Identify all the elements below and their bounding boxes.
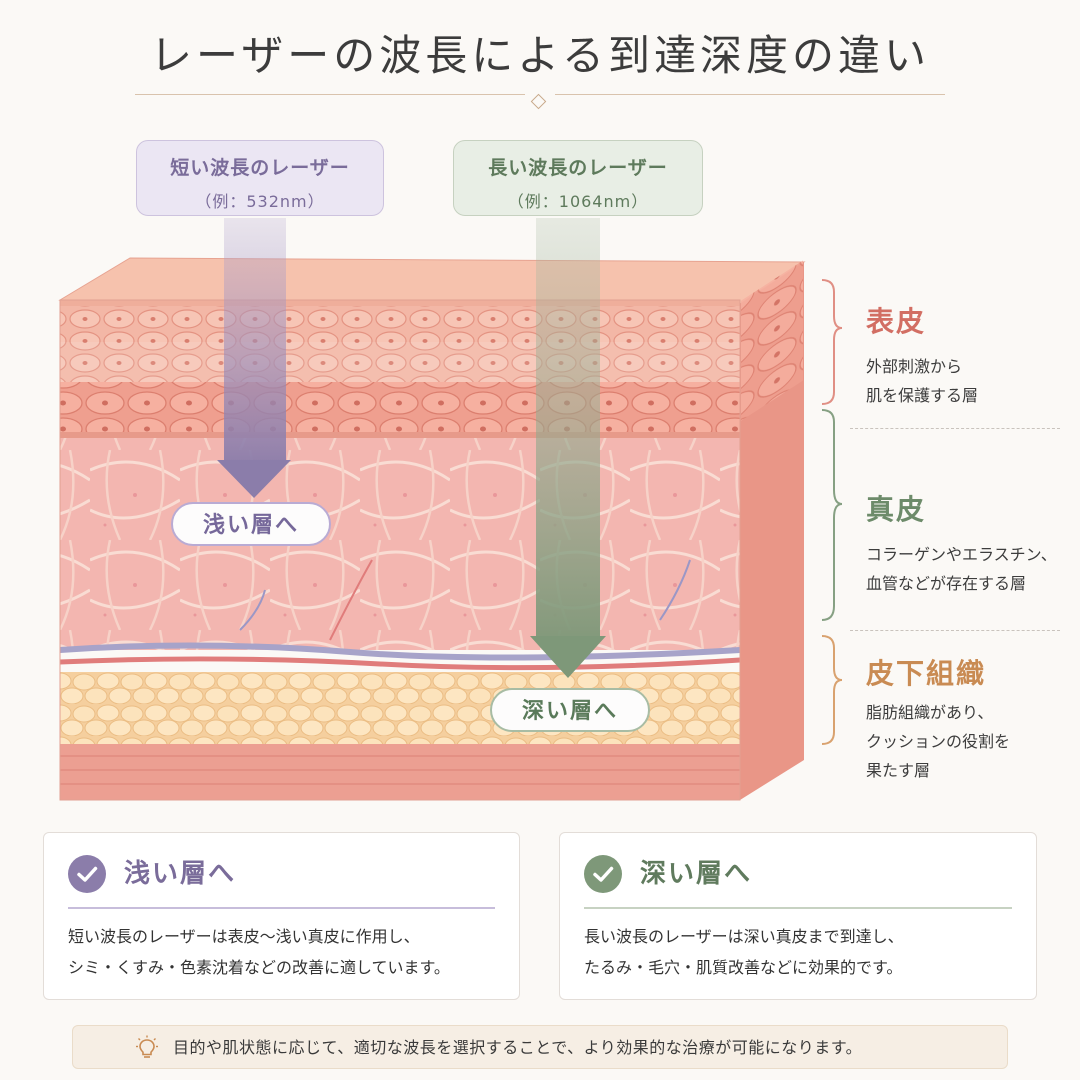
- title-divider-left: [135, 94, 525, 95]
- epidermis-desc-line: 肌を保護する層: [866, 386, 979, 405]
- shallow-card-body: 短い波長のレーザーは表皮〜浅い真皮に作用し、 シミ・くすみ・色素沈着などの改善に…: [68, 921, 503, 983]
- epidermis-layer: [60, 300, 740, 342]
- long-laser-arrowhead: [530, 636, 606, 678]
- deep-info-card: 深い層へ 長い波長のレーザーは深い真皮まで到達し、 たるみ・毛穴・肌質改善などに…: [559, 832, 1037, 1000]
- dermis-desc-line: コラーゲンやエラスチン、: [866, 545, 1057, 564]
- card-body-line: たるみ・毛穴・肌質改善などに効果的です。: [584, 958, 903, 977]
- tip-banner: 目的や肌状態に応じて、適切な波長を選択することで、より効果的な治療が可能になりま…: [72, 1025, 1008, 1069]
- short-laser-arrowhead: [217, 460, 291, 498]
- card-body-line: シミ・くすみ・色素沈着などの改善に適しています。: [68, 958, 450, 977]
- shallow-info-card: 浅い層へ 短い波長のレーザーは表皮〜浅い真皮に作用し、 シミ・くすみ・色素沈着な…: [43, 832, 520, 1000]
- subcutaneous-title: 皮下組織: [866, 657, 987, 690]
- long-wavelength-title: 長い波長のレーザー: [488, 157, 668, 179]
- check-icon: [584, 855, 622, 893]
- epidermis-description: 外部刺激から 肌を保護する層: [866, 352, 978, 410]
- card-body-line: 長い波長のレーザーは深い真皮まで到達し、: [584, 927, 904, 946]
- short-wavelength-label: 短い波長のレーザー （例：532nm）: [136, 140, 384, 216]
- deep-card-body: 長い波長のレーザーは深い真皮まで到達し、 たるみ・毛穴・肌質改善などに効果的です…: [584, 921, 1020, 983]
- subcutaneous-desc-line: 果たす層: [866, 761, 931, 780]
- epidermis-title: 表皮: [866, 305, 927, 338]
- dermis-desc-line: 血管などが存在する層: [866, 574, 1027, 593]
- dermis-title: 真皮: [866, 493, 927, 526]
- subcutaneous-desc-line: 脂肪組織があり、: [866, 703, 994, 722]
- skin-cross-section-diagram: [58, 218, 843, 801]
- card-body-line: 短い波長のレーザーは表皮〜浅い真皮に作用し、: [68, 927, 420, 946]
- shallow-card-title: 浅い層へ: [124, 859, 237, 889]
- lightbulb-icon: [133, 1035, 161, 1065]
- card-divider: [68, 907, 495, 909]
- legend-divider: [850, 428, 1060, 429]
- subcutaneous-bracket: [821, 635, 843, 745]
- tip-text: 目的や肌状態に応じて、適切な波長を選択することで、より効果的な治療が可能になりま…: [173, 1038, 863, 1057]
- card-divider: [584, 907, 1012, 909]
- subcutaneous-desc-line: クッションの役割を: [866, 732, 1011, 751]
- epidermis-desc-line: 外部刺激から: [866, 357, 963, 376]
- short-wavelength-example: （例：532nm）: [195, 192, 325, 211]
- dermis-description: コラーゲンやエラスチン、 血管などが存在する層: [866, 540, 1057, 598]
- shallow-layer-pill: 浅い層へ: [171, 502, 331, 546]
- epidermis-bracket: [821, 279, 843, 405]
- deep-layer-pill: 深い層へ: [490, 688, 650, 732]
- title-divider-right: [555, 94, 945, 95]
- long-wavelength-example: （例：1064nm）: [507, 192, 649, 211]
- dermis-bracket: [821, 409, 843, 621]
- subcutaneous-description: 脂肪組織があり、 クッションの役割を 果たす層: [866, 698, 1010, 785]
- page-title: レーザーの波長による到達深度の違い: [150, 31, 930, 80]
- check-icon: [68, 855, 106, 893]
- deep-card-title: 深い層へ: [640, 859, 753, 889]
- long-wavelength-label: 長い波長のレーザー （例：1064nm）: [453, 140, 703, 216]
- legend-divider: [850, 630, 1060, 631]
- dermis-layer: [60, 432, 740, 650]
- skin-top-surface: [58, 257, 806, 305]
- short-laser-beam: [224, 218, 286, 462]
- short-wavelength-title: 短い波長のレーザー: [170, 157, 350, 179]
- long-laser-beam: [536, 218, 600, 636]
